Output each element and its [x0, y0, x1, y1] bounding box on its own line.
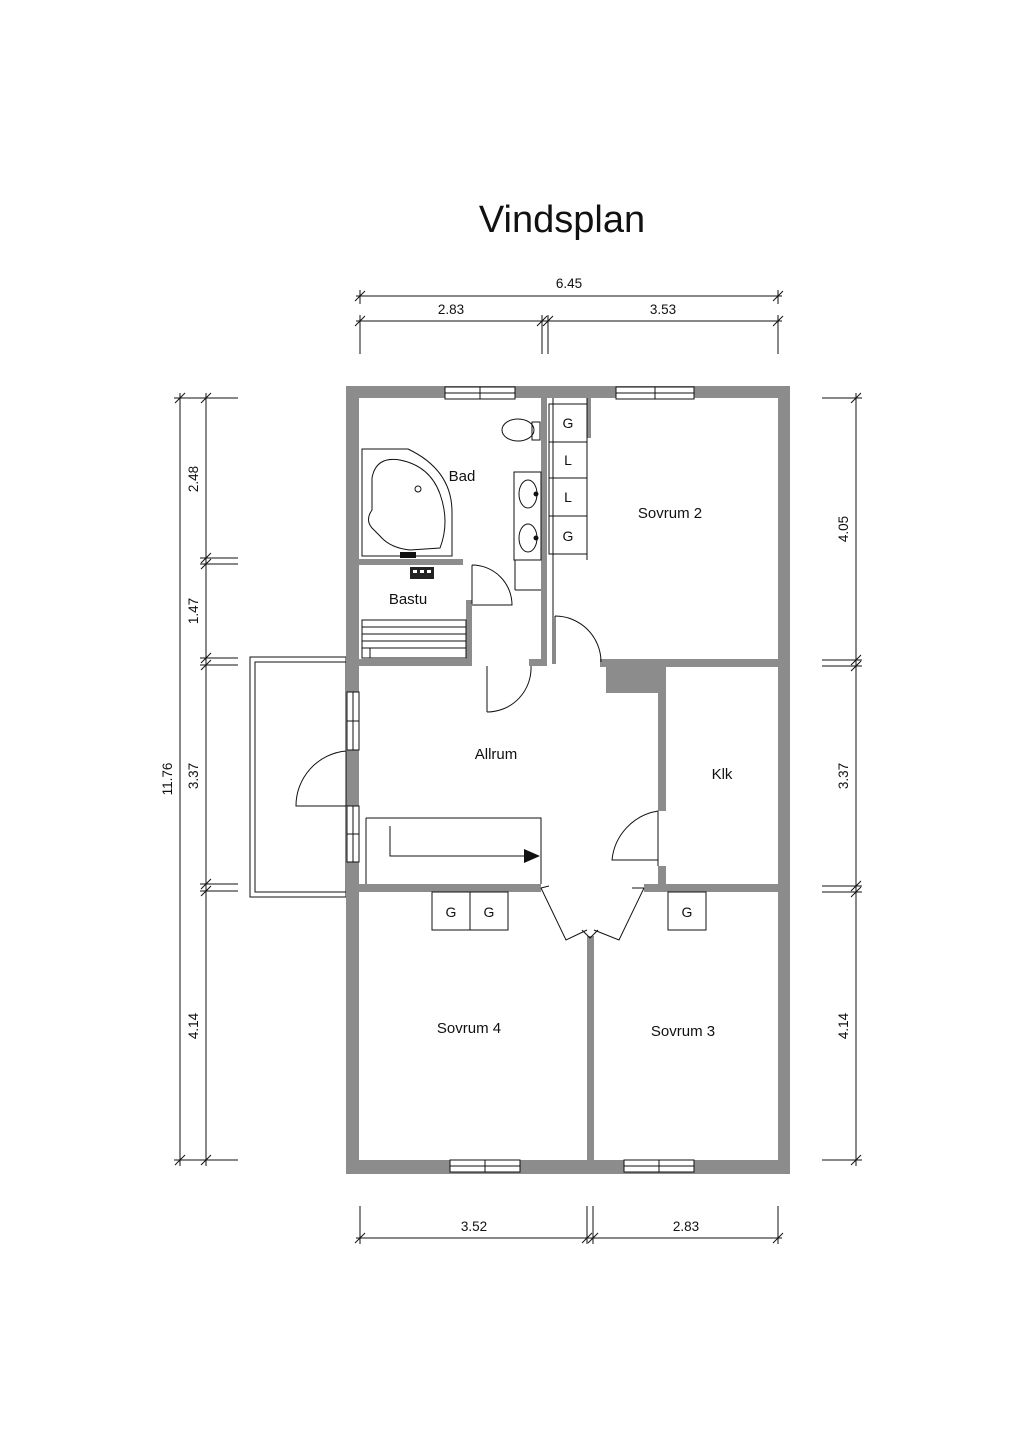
- cabinet-label: G: [446, 904, 457, 920]
- windows: [346, 386, 695, 1173]
- cabinet-label: L: [564, 452, 572, 468]
- interior-walls: [346, 398, 778, 1160]
- dim-left-3: 3.37: [186, 763, 201, 789]
- cabinet-label: G: [563, 528, 574, 544]
- door-pivot: [581, 929, 599, 939]
- stair-arrow-icon: [524, 849, 540, 863]
- window-sovrum3: [623, 1159, 695, 1173]
- window-sovrum2: [615, 386, 695, 400]
- dimensions-top: [354, 290, 784, 354]
- bathtub: [361, 448, 453, 557]
- bath-faucet-icon: [400, 552, 416, 558]
- dim-top-total: 6.45: [556, 276, 582, 291]
- door-bastu: [471, 564, 513, 606]
- room-label-sovrum2: Sovrum 2: [638, 505, 702, 522]
- room-label-klk: Klk: [712, 766, 733, 783]
- window-bad: [444, 386, 516, 400]
- door-balcony: [295, 750, 347, 807]
- dim-bottom-right: 2.83: [673, 1219, 699, 1234]
- wardrobe-column: [548, 403, 588, 555]
- wall-edges: [514, 398, 588, 664]
- dimensions-right: [822, 392, 862, 1166]
- window-allrum-upper: [346, 691, 360, 751]
- dim-left-total: 11.76: [160, 763, 175, 796]
- room-label-bad: Bad: [449, 468, 476, 485]
- staircase: [365, 817, 542, 884]
- door-sovrum4: [540, 885, 588, 941]
- door-klk: [611, 810, 659, 866]
- sink-icon: [513, 471, 542, 561]
- window-allrum-lower: [346, 805, 360, 863]
- cabinet-label: G: [682, 904, 693, 920]
- balcony: [249, 656, 347, 898]
- sauna-benches: [361, 619, 467, 659]
- toilet-icon: [501, 418, 541, 442]
- dim-left-4: 4.14: [186, 1012, 201, 1039]
- door-sovrum3: [593, 887, 645, 941]
- dim-left-2: 1.47: [186, 598, 201, 624]
- cabinet-label: G: [484, 904, 495, 920]
- wardrobe-sovrum3: [667, 891, 707, 931]
- door-bad: [486, 665, 532, 713]
- dim-bottom-left: 3.52: [461, 1219, 487, 1234]
- dim-right-3: 4.14: [836, 1012, 851, 1039]
- room-label-sovrum3: Sovrum 3: [651, 1023, 715, 1040]
- dim-top-right: 3.53: [650, 302, 676, 317]
- plan-title: Vindsplan: [479, 199, 645, 241]
- dim-right-1: 4.05: [836, 516, 851, 542]
- dimensions-left: [174, 392, 238, 1166]
- door-sovrum2: [554, 615, 602, 664]
- sauna-heater-icon: [410, 567, 434, 579]
- room-label-bastu: Bastu: [389, 591, 427, 608]
- cabinet-label: G: [563, 415, 574, 431]
- cabinet-label: L: [564, 489, 572, 505]
- dimensions-bottom: [354, 1206, 784, 1244]
- dim-right-2: 3.37: [836, 763, 851, 789]
- dim-top-left: 2.83: [438, 302, 464, 317]
- window-sovrum4: [449, 1159, 521, 1173]
- dim-left-1: 2.48: [186, 466, 201, 492]
- room-label-allrum: Allrum: [475, 746, 518, 763]
- wardrobes-sovrum4: [431, 891, 509, 931]
- doors: [295, 564, 659, 941]
- room-label-sovrum4: Sovrum 4: [437, 1020, 501, 1037]
